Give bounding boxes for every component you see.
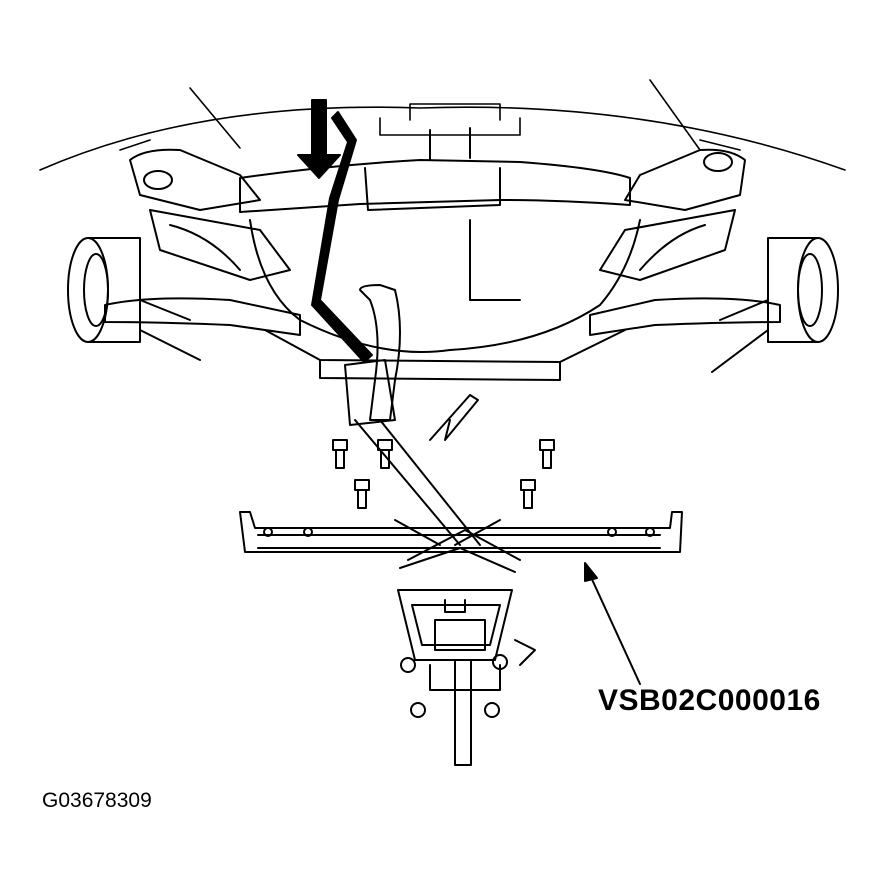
lift-direction-arrow: [297, 99, 373, 363]
lift-bracket: [344, 284, 481, 546]
bolt-right-top: [539, 439, 555, 469]
bolt-left-top: [332, 439, 348, 469]
jack-adapter-crossbar: [239, 511, 683, 573]
floor-jack: [397, 589, 536, 766]
vehicle-body-outline: [39, 79, 846, 171]
mounting-bolts: [332, 439, 555, 509]
callout-leader-arrow: [584, 562, 641, 685]
left-suspension-arm: [104, 148, 301, 336]
right-suspension-arm: [589, 148, 781, 336]
bolt-center: [377, 439, 393, 469]
tool-callout-label: VSB02C000016: [598, 684, 821, 717]
bolt-right-lower: [520, 479, 536, 509]
bolt-left-lower: [354, 479, 370, 509]
left-wheel-hub: [67, 237, 201, 361]
figure-id: G03678309: [42, 789, 152, 812]
right-wheel-hub: [711, 237, 839, 373]
front-subframe: [239, 127, 641, 381]
